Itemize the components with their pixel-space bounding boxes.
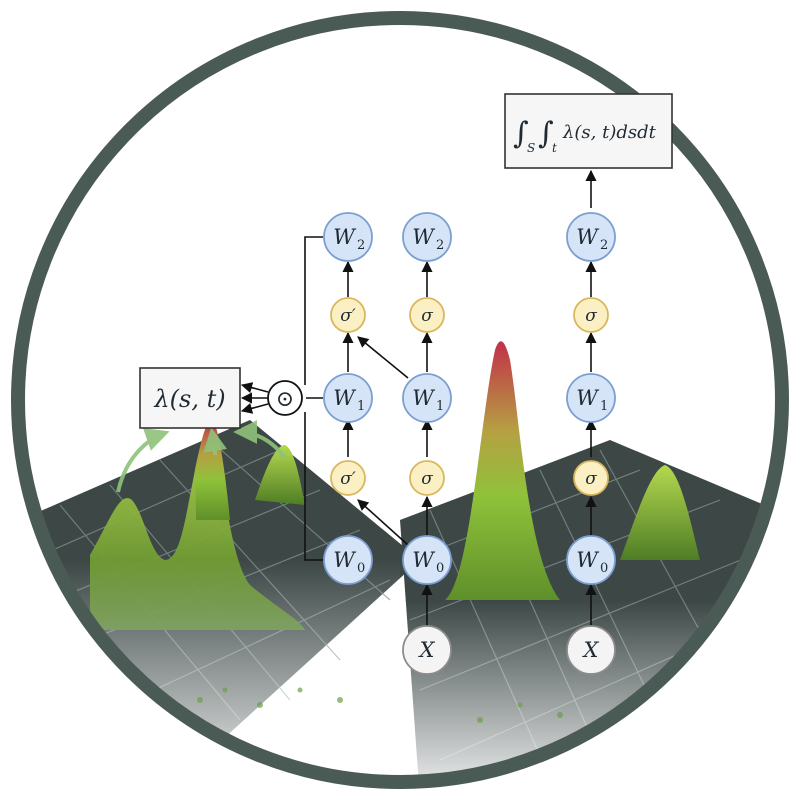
derivative-branch-node-1: σ′ xyxy=(330,297,366,333)
weight-node xyxy=(402,535,452,585)
activation-node xyxy=(330,460,366,496)
node-label: W xyxy=(333,225,357,249)
input-node xyxy=(566,625,616,675)
weight-node xyxy=(323,212,373,262)
weight-node xyxy=(566,373,616,423)
node-label: σ xyxy=(585,306,597,326)
network-connectors xyxy=(240,169,597,628)
input-node xyxy=(402,625,452,675)
weight-node xyxy=(402,212,452,262)
integral-branch-node-1: σ xyxy=(573,297,609,333)
node-label: W xyxy=(576,548,600,572)
node-label: W xyxy=(576,386,600,410)
integral-sign-s: ∫ xyxy=(513,116,529,151)
node-label: W xyxy=(333,548,357,572)
node-label: W xyxy=(412,386,436,410)
integral-subscript-t: t xyxy=(552,141,557,155)
weight-node xyxy=(323,535,373,585)
node-subscript: 1 xyxy=(436,399,444,414)
green-arrows xyxy=(116,420,287,493)
node-label: σ xyxy=(421,306,433,326)
integral-branch-node-3: σ xyxy=(573,460,609,496)
node-label: W xyxy=(576,225,600,249)
node-label: W xyxy=(412,225,436,249)
integral-branch-node-5: X xyxy=(566,625,616,675)
node-label: W xyxy=(412,548,436,572)
intensity-label: λ(s, t) xyxy=(153,385,225,413)
forward-branch-node-3: σ xyxy=(409,460,445,496)
hadamard-symbol: ⊙ xyxy=(276,387,294,412)
weight-node xyxy=(402,373,452,423)
integral-output-box: ∫ S ∫ t λ(s, t)dsdt xyxy=(504,93,673,169)
node-subscript: 1 xyxy=(600,399,608,414)
node-subscript: 0 xyxy=(357,561,365,576)
forward-branch-node-5: X xyxy=(402,625,452,675)
node-label: σ′ xyxy=(340,469,356,489)
node-subscript: 2 xyxy=(436,238,444,253)
derivative-branch-node-3: σ′ xyxy=(330,460,366,496)
hadamard-product-node: ⊙ xyxy=(267,380,303,416)
node-subscript: 2 xyxy=(357,238,365,253)
circle-frame xyxy=(11,11,789,789)
integral-body: λ(s, t)dsdt xyxy=(562,122,657,143)
activation-node xyxy=(409,460,445,496)
node-label: σ′ xyxy=(340,306,356,326)
node-subscript: 2 xyxy=(600,238,608,253)
weight-node xyxy=(323,373,373,423)
integral-subscript-s: S xyxy=(527,141,535,155)
node-label: X xyxy=(582,638,600,662)
node-subscript: 0 xyxy=(436,561,444,576)
node-subscript: 0 xyxy=(600,561,608,576)
node-subscript: 1 xyxy=(357,399,365,414)
activation-node xyxy=(330,297,366,333)
node-label: X xyxy=(418,638,436,662)
weight-node xyxy=(566,212,616,262)
activation-node xyxy=(573,297,609,333)
integral-sign-t: ∫ xyxy=(538,116,554,151)
activation-node xyxy=(409,297,445,333)
node-label: σ xyxy=(421,469,433,489)
intensity-box: λ(s, t) xyxy=(139,367,241,429)
activation-node xyxy=(573,460,609,496)
node-label: σ xyxy=(585,469,597,489)
node-label: W xyxy=(333,386,357,410)
forward-branch-node-1: σ xyxy=(409,297,445,333)
weight-node xyxy=(566,535,616,585)
